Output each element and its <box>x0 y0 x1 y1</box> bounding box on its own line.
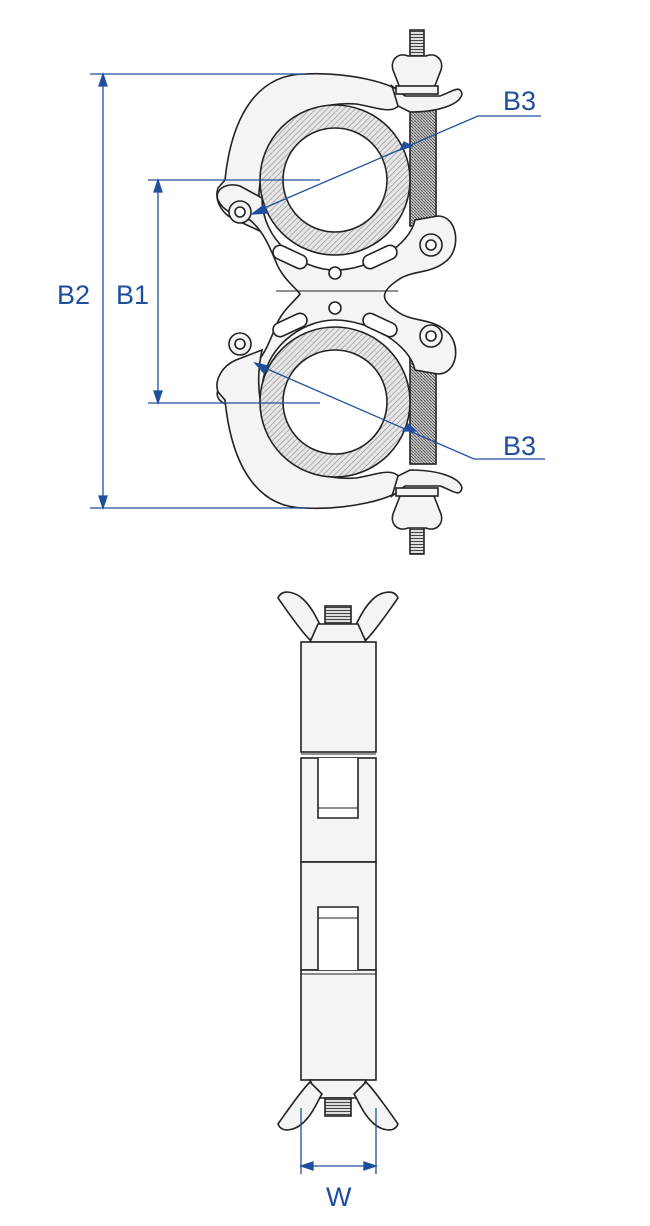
bottom-tube-bore <box>282 349 388 455</box>
slot-left-lower <box>272 312 308 338</box>
b3-bottom-leader <box>257 364 545 460</box>
side-bottom-wing-left <box>277 1080 324 1131</box>
bottom-wing-nut <box>391 495 443 530</box>
b3-top-arrow-inner <box>249 203 268 215</box>
b1-arrow-bottom <box>153 390 163 406</box>
b1-arrow-top <box>153 177 163 193</box>
b3-top-label: B3 <box>503 86 536 116</box>
front-view <box>216 29 463 555</box>
side-top-nut-body <box>308 623 368 643</box>
side-view-dimensions <box>298 1108 379 1174</box>
right-pin-lower-core <box>425 330 437 342</box>
top-washer <box>395 85 439 95</box>
side-block-1 <box>300 641 377 753</box>
top-bolt-bracket <box>390 83 463 113</box>
center-hole-upper <box>328 266 342 280</box>
bottom-bolt-bracket <box>390 469 463 499</box>
top-wing-nut <box>391 54 443 89</box>
b2-label: B2 <box>57 280 90 310</box>
side-top-wing-right <box>352 591 399 642</box>
slot-right-upper <box>362 244 398 270</box>
bottom-washer <box>395 487 439 497</box>
slot-right-lower <box>362 312 398 338</box>
b1-label: B1 <box>116 280 149 310</box>
w-arrow-right <box>363 1161 379 1171</box>
w-arrow-left <box>298 1161 314 1171</box>
b3-top-arrow-outer <box>398 141 414 152</box>
center-hole-lower <box>328 301 342 315</box>
b3-top-leader <box>254 115 541 213</box>
b3-bottom-label: B3 <box>503 431 536 461</box>
top-spring <box>409 107 437 227</box>
top-hinge-pin-core <box>234 206 246 218</box>
b3-bottom-arrow-outer <box>401 423 418 432</box>
side-top-wing-left <box>277 591 324 642</box>
side-top-thread <box>324 605 352 625</box>
side-bottom-wing-right <box>352 1080 399 1131</box>
side-block-4 <box>300 969 377 1081</box>
right-pin-upper-core <box>425 239 437 251</box>
slot-left-upper <box>272 244 308 270</box>
side-view <box>277 591 399 1131</box>
b2-arrow-bottom <box>98 495 108 511</box>
w-label: W <box>326 1182 352 1212</box>
b3-bottom-arrow-inner <box>253 361 269 375</box>
bottom-hinge-pin-core <box>234 338 246 350</box>
side-upper-slot <box>317 758 359 819</box>
b2-arrow-top <box>98 71 108 87</box>
front-view-dimensions <box>90 71 545 511</box>
side-bottom-thread <box>324 1097 352 1117</box>
side-lower-slot <box>317 906 359 970</box>
